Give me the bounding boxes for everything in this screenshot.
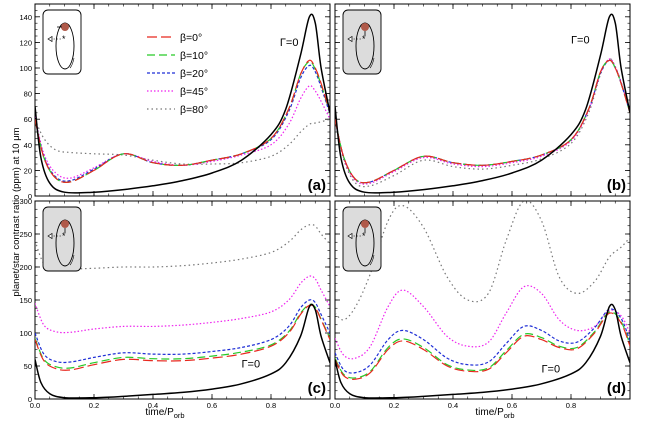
x-tick-label: 0.8: [566, 401, 576, 410]
orbit-inset: *: [42, 206, 82, 272]
series-line-80: [335, 201, 630, 321]
star-icon: *: [362, 231, 366, 241]
planet-icon: [361, 23, 369, 31]
legend-background: [143, 29, 233, 123]
series-line-0: [35, 303, 330, 399]
series-line-0: [35, 59, 330, 184]
series-line-0: [335, 13, 630, 194]
inset-box: [342, 206, 382, 272]
legend-label: β=45°: [180, 86, 208, 98]
star-icon: *: [362, 34, 366, 44]
series-line-0: [35, 13, 330, 194]
planet-icon: [361, 220, 369, 228]
y-tick-label: 20: [24, 166, 32, 175]
plot-frame: [334, 200, 631, 400]
y-tick-label: 250: [19, 230, 32, 239]
plot-frame: [34, 200, 331, 400]
series-line-80: [335, 58, 630, 188]
orbit-arrow: [369, 57, 375, 69]
legend-label: β=80°: [180, 104, 208, 116]
plot-frame: [334, 3, 631, 197]
orbit-arrow: [69, 254, 75, 266]
panel-label: (b): [607, 177, 626, 194]
star-icon: *: [62, 34, 66, 44]
x-tick-label: 0.6: [207, 401, 217, 410]
observer-arrow-icon: [47, 232, 53, 240]
series-line-20: [35, 64, 330, 182]
orbit-inset: *: [342, 9, 382, 75]
x-tick-label: 0.2: [389, 401, 399, 410]
gamma-label: Γ=0: [571, 35, 590, 47]
y-tick-label: 40: [24, 141, 32, 150]
gamma-label: Γ=0: [242, 358, 261, 370]
y-tick-label: 120: [19, 38, 32, 47]
series-line-0: [335, 59, 630, 184]
x-axis-label-left: time/Porb: [145, 407, 184, 420]
x-axis-label-right: time/Porb: [475, 407, 514, 420]
y-tick-label: 50: [24, 362, 32, 371]
y-tick-label: 100: [19, 64, 32, 73]
series-group: [335, 201, 630, 399]
series-line-80: [35, 118, 330, 165]
series-line-20: [35, 299, 330, 364]
series-line-0: [335, 303, 630, 399]
orbit-inset: *: [342, 206, 382, 272]
panel-label: (c): [308, 380, 326, 397]
series-line-10: [335, 311, 630, 379]
y-tick-label: 0: [28, 395, 32, 404]
x-tick-label: 0.8: [266, 401, 276, 410]
series-line-45: [35, 85, 330, 179]
orbit-arrow: [69, 57, 75, 69]
series-group: [35, 223, 330, 399]
inset-box: [342, 9, 382, 75]
x-tick-label: 0.0: [330, 401, 340, 410]
gamma-label: Γ=0: [542, 364, 561, 376]
inset-box: [42, 206, 82, 272]
series-group: [35, 13, 330, 194]
legend-label: β=10°: [180, 50, 208, 62]
y-tick-label: 300: [19, 197, 32, 206]
planet-icon: [61, 23, 69, 31]
y-tick-label: 80: [24, 90, 32, 99]
panel-c: 0 50 100 150 200 250 300 0.0 0.2 0.4 0.6 0.8 Γ=0 (c) *: [19, 197, 331, 410]
y-tick-label: 60: [24, 115, 32, 124]
x-tick-label: 0.2: [89, 401, 99, 410]
y-tick-label: 0: [28, 192, 32, 201]
observer-arrow-icon: [347, 232, 353, 240]
inset-box: [42, 9, 82, 75]
series-line-45: [335, 285, 630, 360]
y-tick-label: 100: [19, 329, 32, 338]
planet-icon: [61, 220, 69, 228]
series-group: [335, 13, 630, 194]
observer-arrow-icon: [47, 35, 53, 43]
y-tick-label: 140: [19, 13, 32, 22]
panel-d: 0.0 0.2 0.4 0.6 0.8 Γ=0 (d) *: [330, 200, 631, 410]
series-line-0: [335, 312, 630, 381]
star-icon: *: [62, 231, 66, 241]
panel-b: Γ=0 (b) *: [334, 3, 631, 197]
series-line-80: [35, 223, 330, 270]
legend: β=0° β=10° β=20° β=45° β=80°: [143, 29, 233, 123]
x-tick-label: 0.0: [30, 401, 40, 410]
panel-label: (d): [607, 380, 626, 397]
legend-label: β=0°: [180, 32, 202, 44]
observer-arrow-icon: [347, 35, 353, 43]
gamma-label: Γ=0: [280, 37, 299, 49]
y-axis-label: planet/star contrast ratio (ppm) at 10 μ…: [11, 127, 22, 296]
x-tick-label: 0.6: [507, 401, 517, 410]
orbit-inset: *: [42, 9, 82, 75]
y-tick-label: 200: [19, 263, 32, 272]
legend-label: β=20°: [180, 68, 208, 80]
orbit-arrow: [369, 254, 375, 266]
panel-label: (a): [308, 177, 326, 194]
x-tick-label: 0.4: [148, 401, 158, 410]
x-tick-label: 0.4: [448, 401, 458, 410]
y-tick-label: 150: [19, 296, 32, 305]
